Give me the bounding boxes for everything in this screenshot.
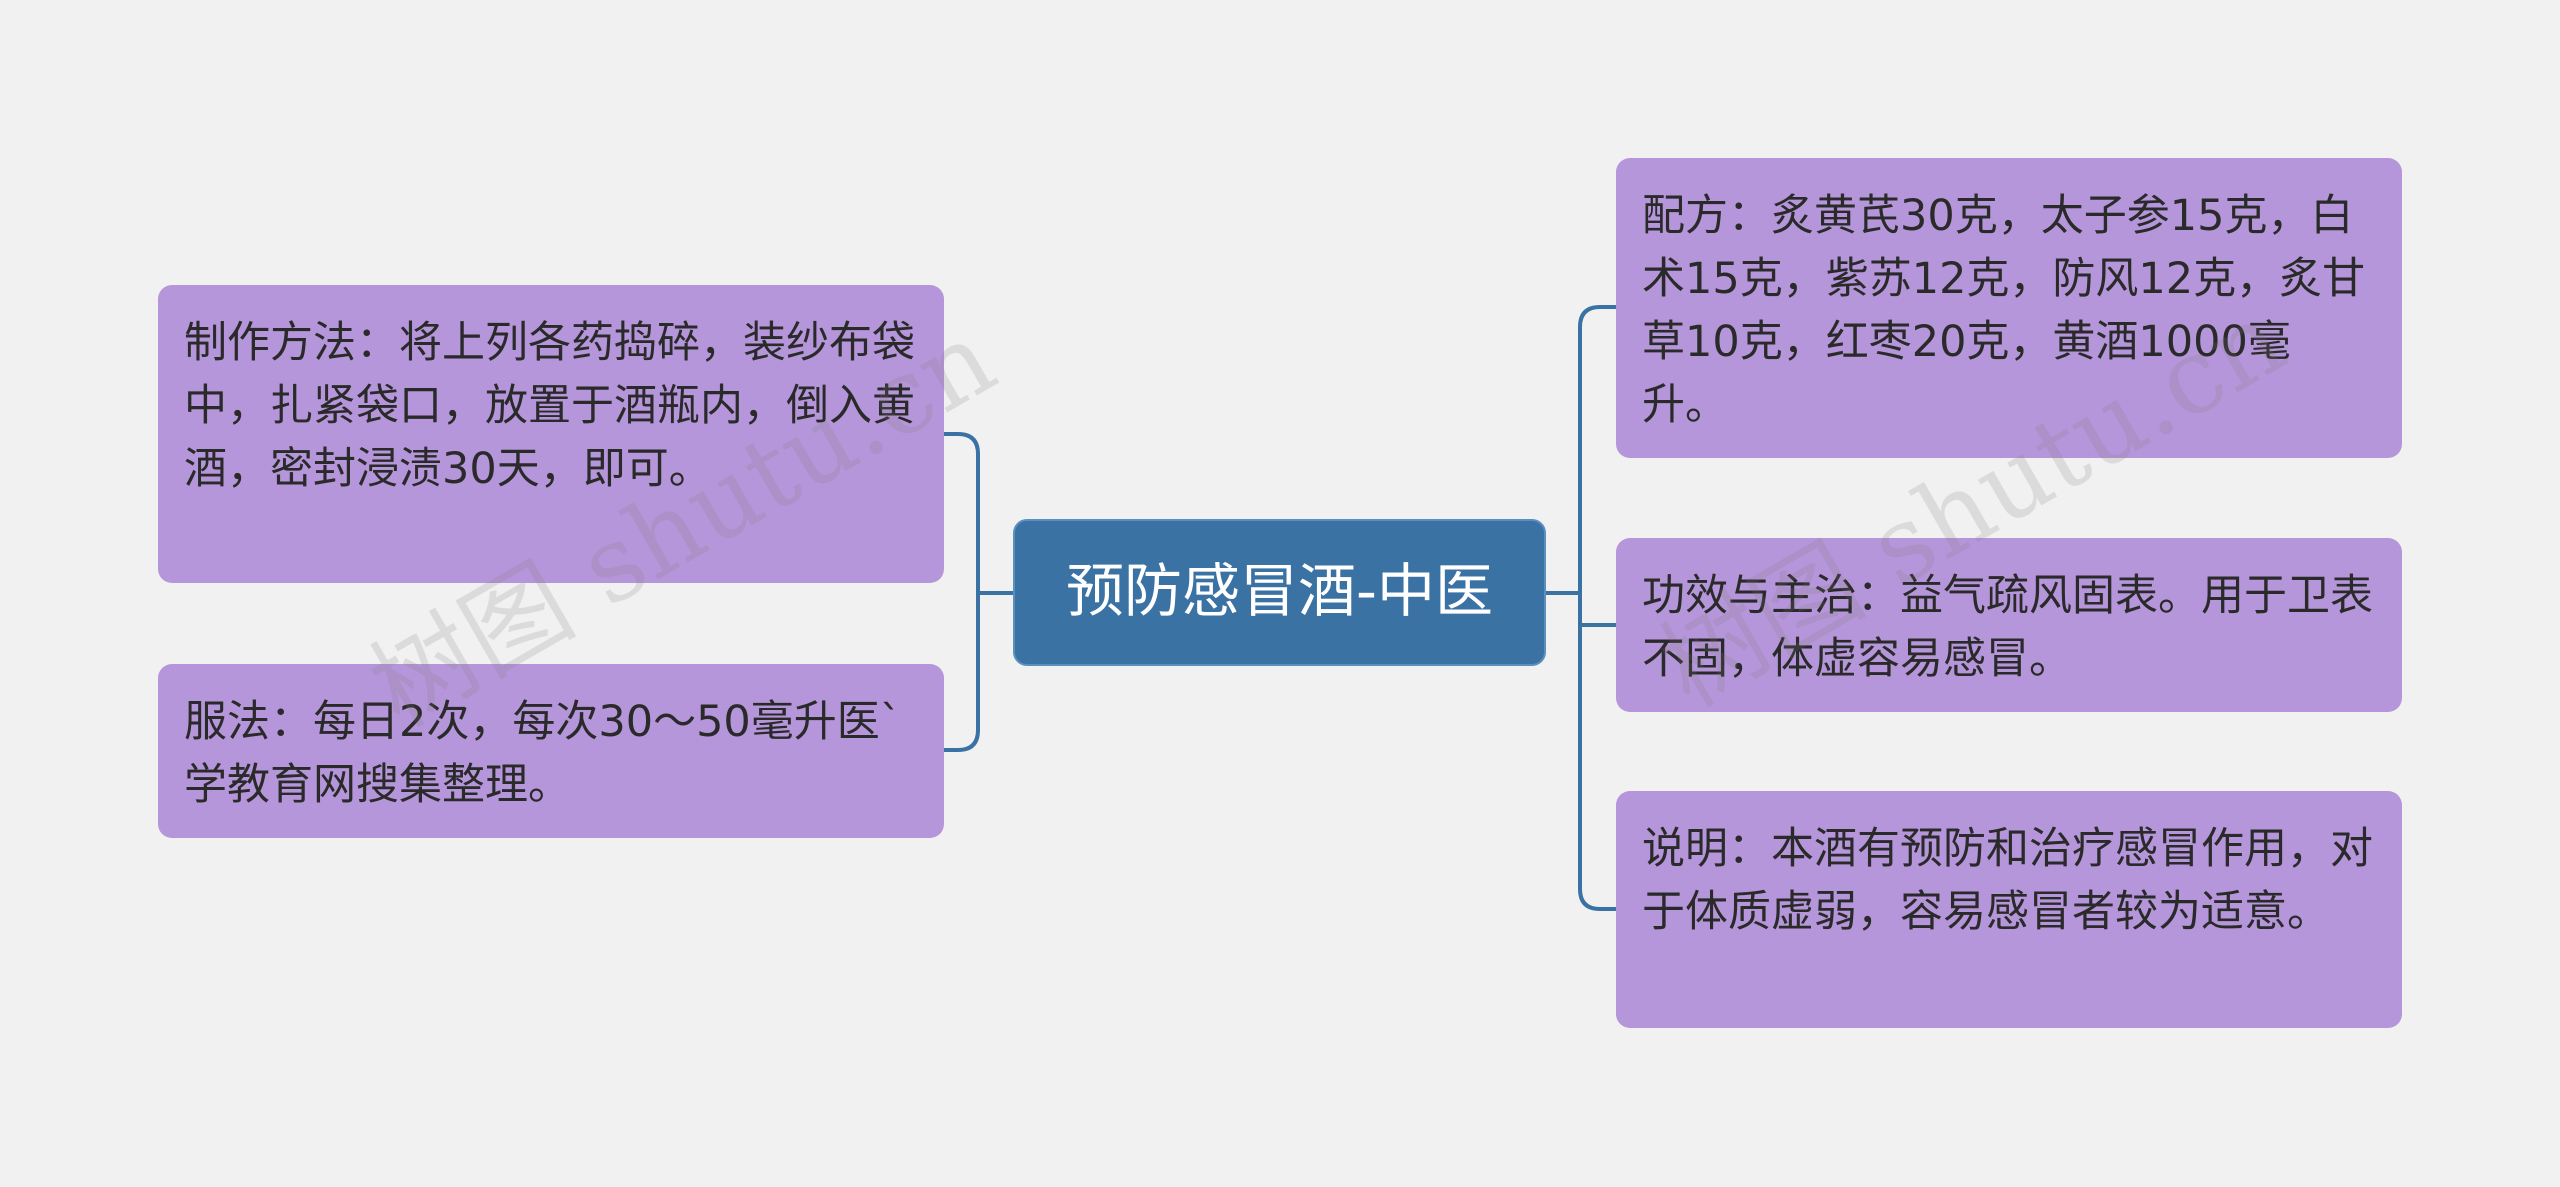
formula-text: 配方：炙黄芪30克，太子参15克，白术15克，紫苏12克，防风12克，炙甘草10… bbox=[1642, 191, 2366, 430]
central-topic-title: 预防感冒酒-中医 bbox=[1066, 557, 1493, 625]
note-node[interactable]: 说明：本酒有预防和治疗感冒作用，对于体质虚弱，容易感冒者较为适意。 bbox=[1616, 791, 2402, 1028]
formula-node[interactable]: 配方：炙黄芪30克，太子参15克，白术15克，紫苏12克，防风12克，炙甘草10… bbox=[1616, 158, 2402, 458]
central-topic[interactable]: 预防感冒酒-中医 bbox=[1013, 519, 1546, 666]
method-node[interactable]: 制作方法：将上列各药捣碎，装纱布袋中，扎紧袋口，放置于酒瓶内，倒入黄酒，密封浸渍… bbox=[158, 285, 944, 583]
effect-text: 功效与主治：益气疏风固表。用于卫表不固，体虚容易感冒。 bbox=[1642, 571, 2373, 684]
effect-node[interactable]: 功效与主治：益气疏风固表。用于卫表不固，体虚容易感冒。 bbox=[1616, 538, 2402, 712]
connector-left-node-1 bbox=[944, 432, 980, 752]
usage-text: 服法：每日2次，每次30～50毫升医`学教育网搜集整理。 bbox=[184, 697, 902, 810]
method-text: 制作方法：将上列各药捣碎，装纱布袋中，扎紧袋口，放置于酒瓶内，倒入黄酒，密封浸渍… bbox=[184, 318, 915, 494]
connector-right-branch bbox=[1578, 305, 1616, 911]
note-text: 说明：本酒有预防和治疗感冒作用，对于体质虚弱，容易感冒者较为适意。 bbox=[1642, 824, 2373, 937]
usage-node[interactable]: 服法：每日2次，每次30～50毫升医`学教育网搜集整理。 bbox=[158, 664, 944, 838]
